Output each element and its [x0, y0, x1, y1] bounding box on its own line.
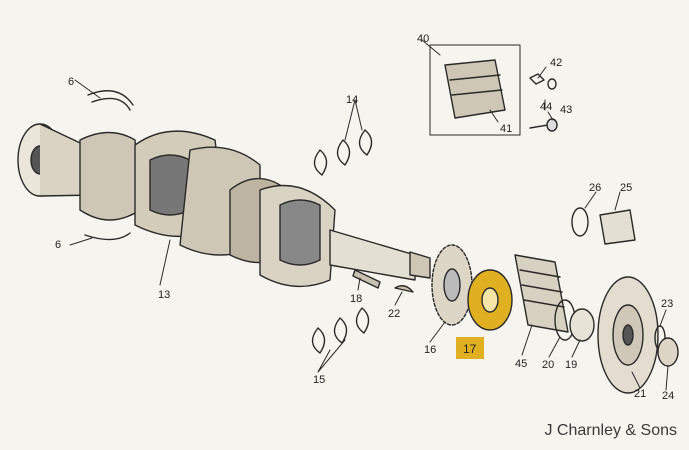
label-24: 24: [662, 390, 674, 402]
label-26: 26: [589, 182, 601, 194]
key-18: [352, 269, 381, 289]
watermark: J Charnley & Sons: [544, 422, 677, 439]
nut-24: [657, 337, 679, 367]
tensioner-box: [429, 44, 521, 136]
label-44: 44: [540, 101, 552, 113]
bolt-43: [529, 124, 549, 129]
label-22: 22: [388, 308, 400, 320]
label-43: 43: [560, 104, 572, 116]
label-18: 18: [350, 293, 362, 305]
crankshaft-drawing: [17, 123, 431, 288]
label-19: 19: [565, 359, 577, 371]
label-41: 41: [500, 123, 512, 135]
label-6-lower: 6: [55, 239, 61, 251]
label-40: 40: [417, 33, 429, 45]
bushing-25: [599, 209, 636, 245]
part-17-label-box[interactable]: [456, 337, 484, 359]
label-23: 23: [661, 298, 673, 310]
label-16: 16: [424, 344, 436, 356]
label-17[interactable]: 17: [463, 342, 477, 356]
thrust-washer: [313, 149, 328, 176]
label-6-upper: 6: [68, 76, 74, 88]
ring-19: [569, 308, 595, 342]
bearing-shell-lower: [84, 232, 131, 241]
label-13: 13: [158, 289, 170, 301]
label-45: 45: [515, 358, 527, 370]
label-21: 21: [634, 388, 646, 400]
label-42: 42: [550, 57, 562, 69]
label-20: 20: [542, 359, 554, 371]
woodruff-key: [394, 285, 414, 293]
thrust-washer-lower: [311, 327, 326, 354]
ring-26: [571, 207, 589, 237]
part-42: [529, 73, 545, 85]
timing-chain: [514, 254, 569, 333]
label-15: 15: [313, 374, 325, 386]
label-14: 14: [346, 94, 358, 106]
label-25: 25: [620, 182, 632, 194]
